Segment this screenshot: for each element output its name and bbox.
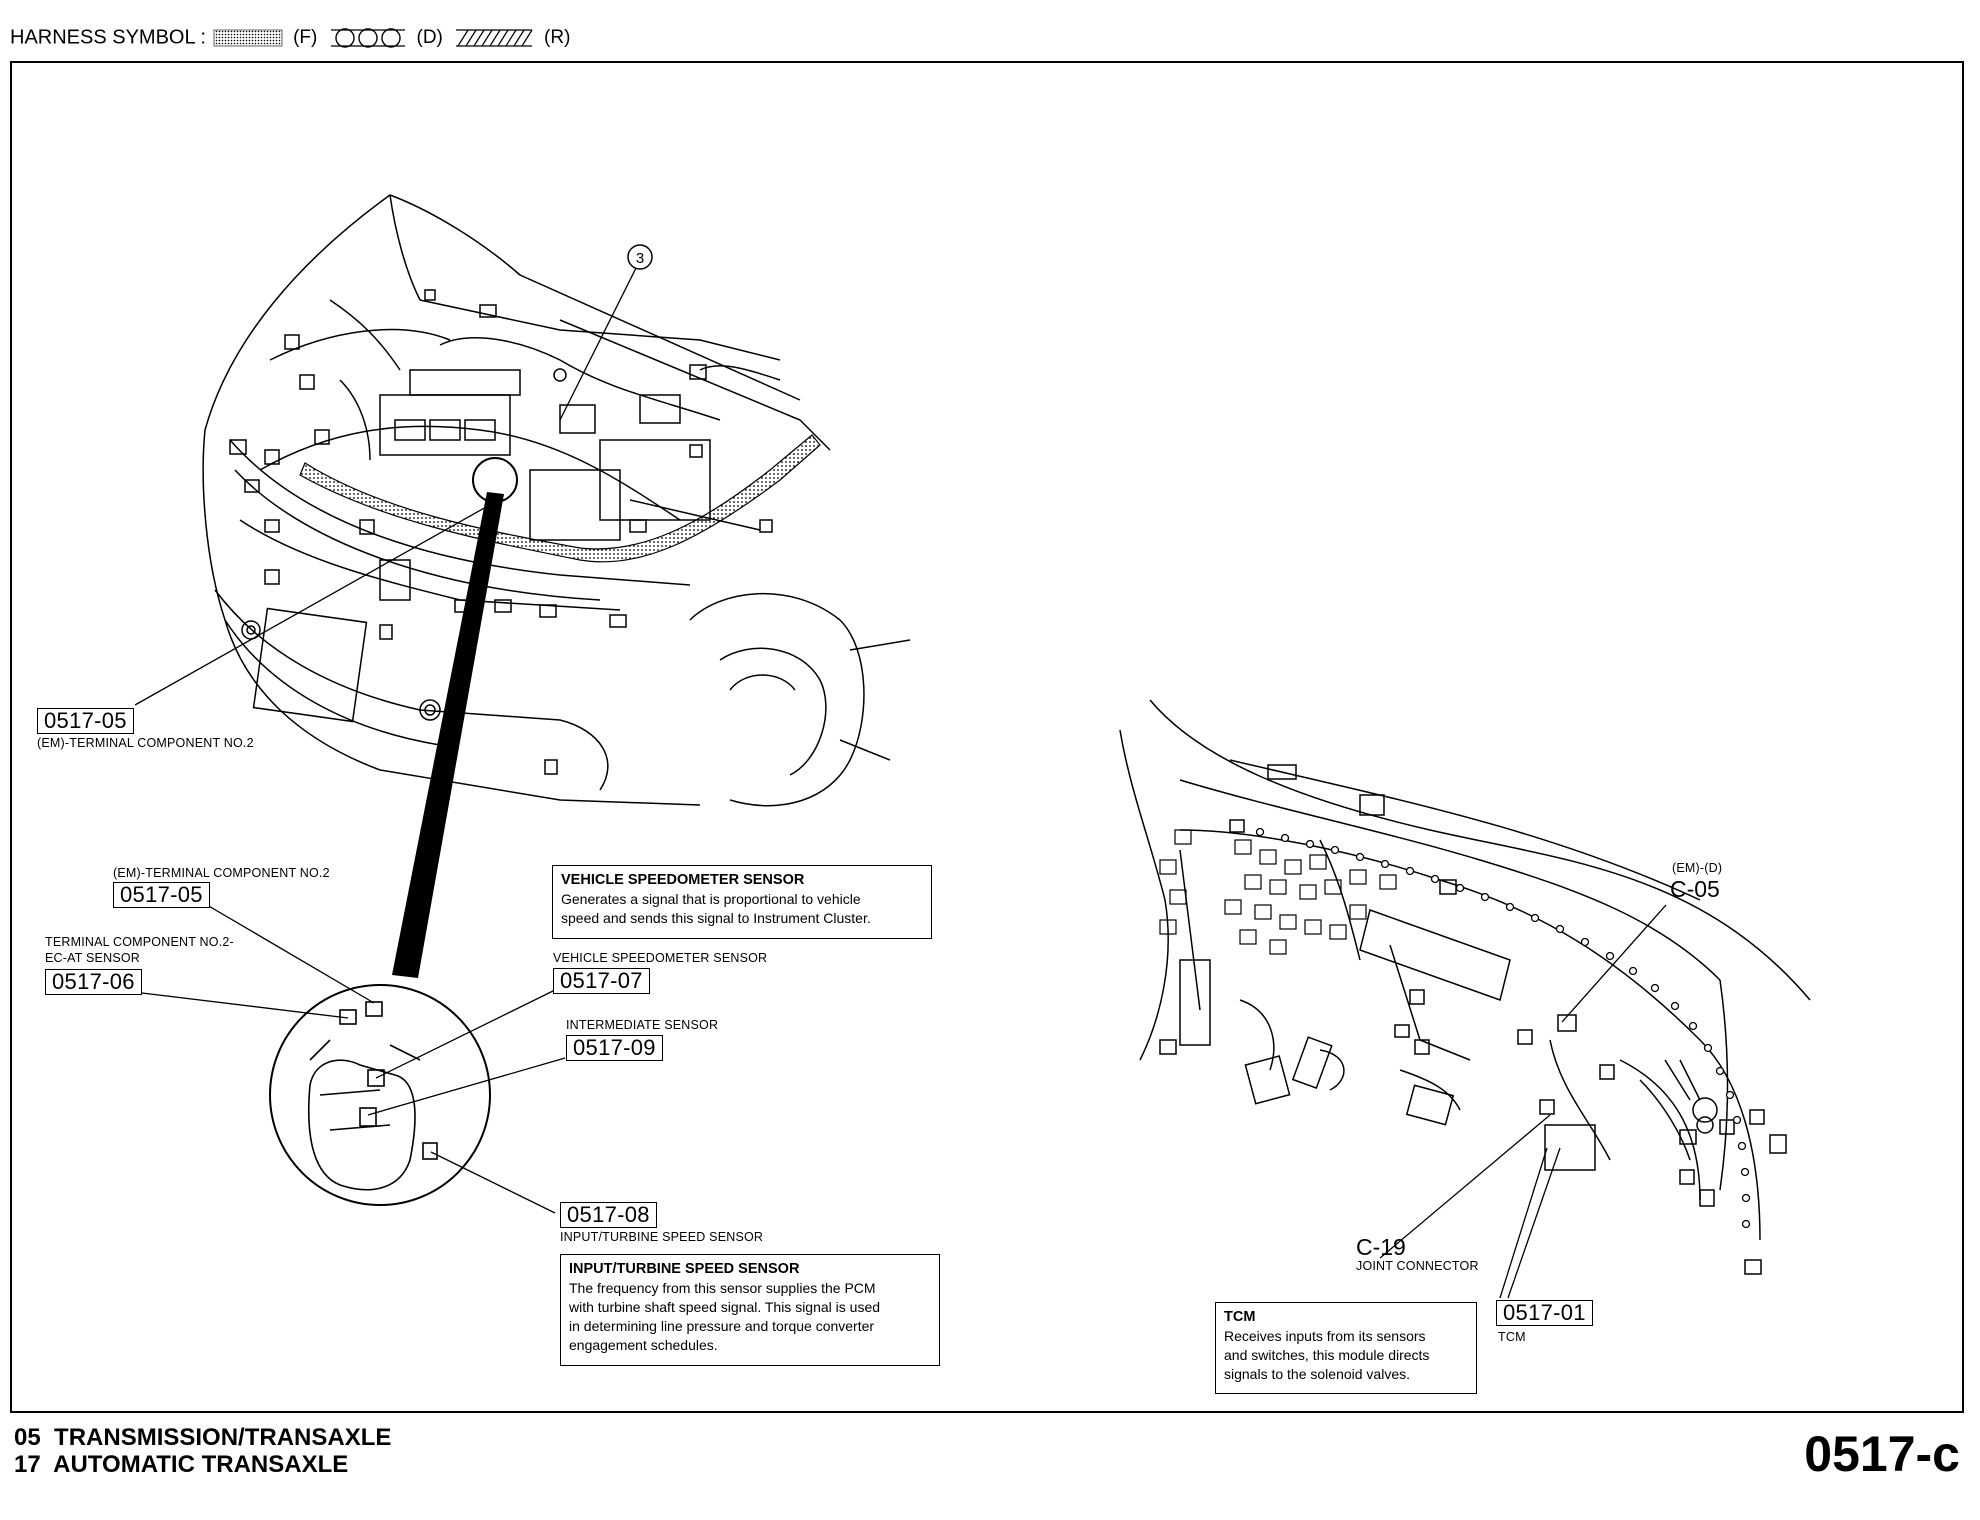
connector-c19[interactable]: C-19 [1356,1234,1406,1260]
code-input-turbine-sensor[interactable]: 0517-08 [560,1202,657,1228]
caption-ec-at-sensor-line1: TERMINAL COMPONENT NO.2- [45,935,234,949]
circles-harness-symbol [330,28,405,48]
detail-zoom-view [269,984,491,1206]
footer-section: 05 TRANSMISSION/TRANSAXLE 17 AUTOMATIC T… [14,1424,391,1478]
footer-line-1: 05 TRANSMISSION/TRANSAXLE [14,1424,392,1451]
caption-tcm: TCM [1498,1330,1526,1344]
engine-bay-drawing [202,194,911,807]
callout-3 [559,244,653,421]
desc-speedometer-title: VEHICLE SPEEDOMETER SENSOR [561,872,805,888]
desc-vehicle-speedometer-sensor: VEHICLE SPEEDOMETER SENSOR Generates a s… [552,865,932,939]
desc-tcm-line: Receives inputs from its sensors [1224,1328,1426,1344]
caption-em-terminal-main: (EM)-TERMINAL COMPONENT NO.2 [37,736,254,750]
desc-turbine-line: The frequency from this sensor supplies … [569,1280,876,1296]
dash-harness-circles [1255,827,1751,1229]
zoom-cone [392,492,504,978]
desc-turbine-line: with turbine shaft speed signal. This si… [569,1299,881,1315]
code-vehicle-speedometer-sensor[interactable]: 0517-07 [553,968,650,994]
page-code: 0517-c [1804,1426,1960,1482]
code-tcm[interactable]: 0517-01 [1496,1300,1593,1326]
dash-leaders [1379,904,1667,1299]
dashboard-drawing [1119,699,1811,1275]
footer-line-2: 17 AUTOMATIC TRANSAXLE [14,1451,349,1478]
legend-title: HARNESS SYMBOL : [10,26,206,49]
desc-tcm-title: TCM [1224,1309,1256,1325]
desc-tcm-line: and switches, this module directs [1224,1347,1430,1363]
desc-turbine-line: in determining line pressure and torque … [569,1318,875,1334]
desc-speedometer-line: speed and sends this signal to Instrumen… [561,910,871,926]
desc-tcm: TCM Receives inputs from its sensors and… [1215,1302,1477,1394]
detail-leaders [141,894,566,1214]
leader-em-terminal [134,501,496,706]
caption-input-turbine-sensor: INPUT/TURBINE SPEED SENSOR [560,1230,764,1244]
code-em-terminal-detail[interactable]: 0517-05 [113,882,210,908]
legend-label-r: (R) [544,27,571,49]
desc-input-turbine-sensor: INPUT/TURBINE SPEED SENSOR The frequency… [560,1254,940,1366]
legend-label-f: (F) [293,27,318,49]
desc-turbine-line: engagement schedules. [569,1337,718,1353]
desc-tcm-line: signals to the solenoid valves. [1224,1366,1410,1382]
caption-vehicle-speedometer-sensor: VEHICLE SPEEDOMETER SENSOR [553,951,768,965]
desc-speedometer-line: Generates a signal that is proportional … [561,891,861,907]
c05-tag: (EM)-(D) [1672,861,1723,875]
code-ec-at-sensor[interactable]: 0517-06 [45,969,142,995]
dotted-harness-symbol [213,29,282,47]
hatched-harness-symbol [456,29,533,47]
diagram-frame [10,61,1964,1413]
caption-intermediate-sensor: INTERMEDIATE SENSOR [566,1018,719,1032]
caption-c19: JOINT CONNECTOR [1356,1259,1479,1273]
caption-ec-at-sensor-line2: EC-AT SENSOR [45,951,141,965]
desc-turbine-title: INPUT/TURBINE SPEED SENSOR [569,1261,800,1277]
caption-em-terminal-detail: (EM)-TERMINAL COMPONENT NO.2 [113,866,330,880]
legend-label-d: (D) [416,27,443,49]
connector-c05[interactable]: C-05 [1670,876,1720,902]
code-em-terminal-main[interactable]: 0517-05 [37,708,134,734]
harness-symbol-legend: HARNESS SYMBOL : (F) (D) (R) [10,26,576,50]
front-harness-band [299,434,821,563]
callout-3-number: 3 [636,250,644,267]
code-intermediate-sensor[interactable]: 0517-09 [566,1035,663,1061]
